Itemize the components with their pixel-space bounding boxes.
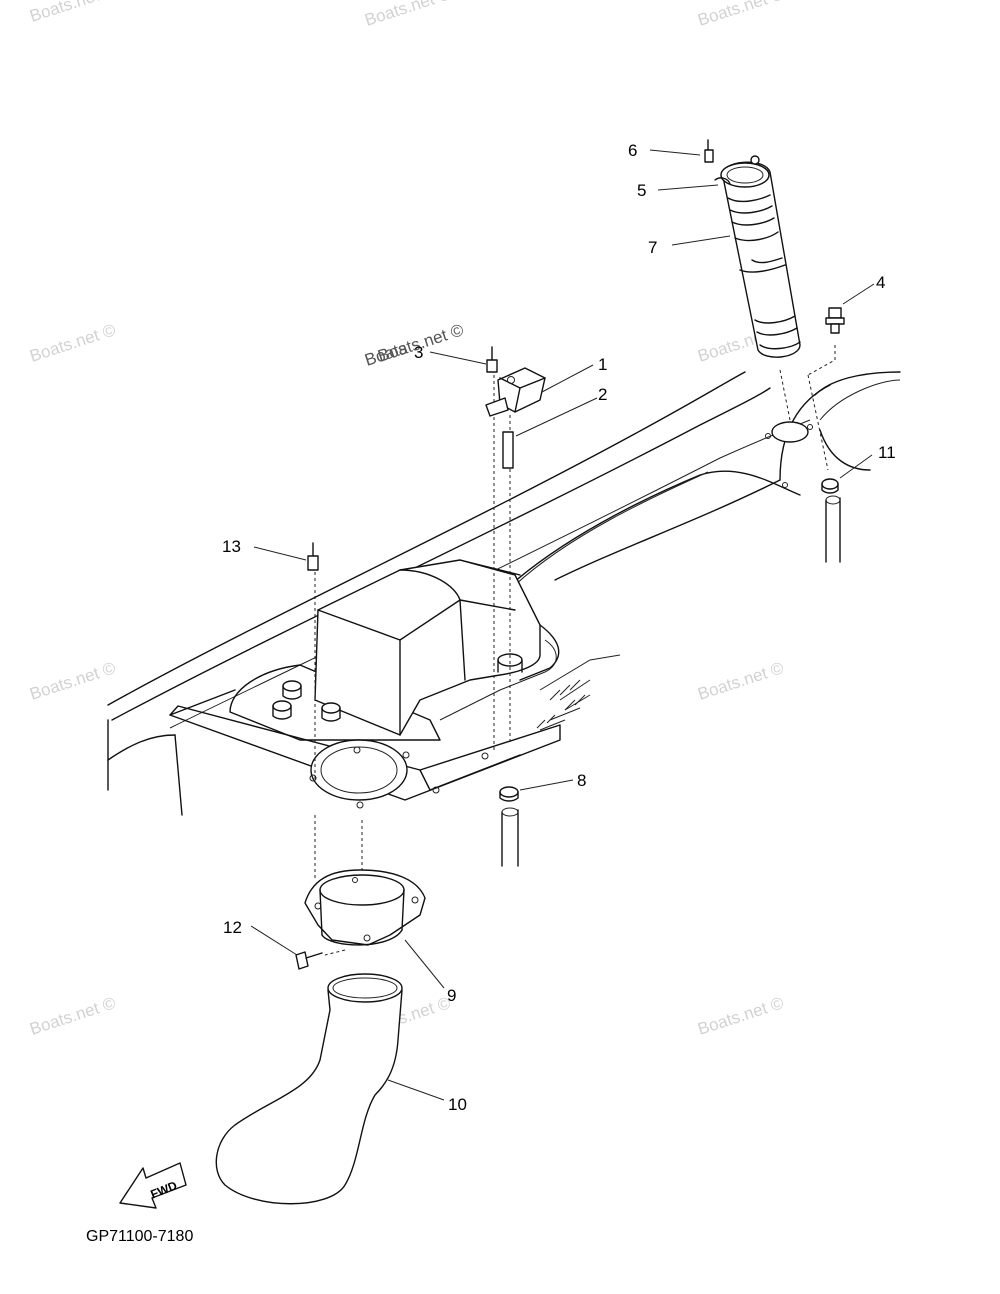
- part-8-fitting: [499, 786, 519, 867]
- engine-cover: [272, 559, 560, 809]
- part-label-13: 13: [222, 537, 241, 556]
- part-9-flange: [304, 869, 426, 946]
- part-10-duct: [215, 973, 403, 1205]
- diagram-code: GP71100-7180: [86, 1228, 193, 1245]
- part-5-clip: [714, 177, 731, 185]
- leader-lines: [250, 149, 875, 1101]
- watermark: Boats.net ©: [27, 993, 118, 1039]
- part-label-4: 4: [876, 273, 885, 292]
- part-label-1: 1: [598, 355, 607, 374]
- part-label-9: 9: [447, 986, 456, 1005]
- hull-outline: [107, 371, 901, 816]
- part-4-bolt: [825, 307, 845, 334]
- watermark: Boats.net ©: [27, 320, 118, 366]
- part-7-tube: [720, 155, 801, 358]
- housing-plate: [169, 639, 621, 801]
- part-label-5: 5: [637, 181, 646, 200]
- part-label-11: 11: [878, 443, 896, 462]
- part-2-pin: [502, 431, 514, 469]
- part-label-8: 8: [577, 771, 586, 790]
- part-3-rivet: [486, 346, 498, 373]
- part-label-12: 12: [223, 918, 242, 937]
- part-label-2: 2: [598, 385, 607, 404]
- watermark: Boats.net ©: [27, 658, 118, 704]
- watermark: Boats.net ©: [27, 0, 118, 26]
- part-11-fitting: [821, 478, 841, 563]
- part-1-bracket: [485, 367, 546, 417]
- part-label-3: 3: [414, 343, 423, 362]
- watermark: Boats.net ©: [695, 0, 786, 30]
- watermark: Boats.net ©: [695, 993, 786, 1039]
- fwd-arrow-icon: FWD: [119, 1162, 187, 1209]
- watermark: Boats.net ©: [695, 658, 786, 704]
- part-label-10: 10: [448, 1095, 467, 1114]
- deck-hole: [765, 421, 813, 488]
- watermark: Boats.net ©: [362, 0, 453, 30]
- part-label-6: 6: [628, 141, 637, 160]
- part-label-7: 7: [648, 238, 657, 257]
- part-6-pin: [704, 139, 714, 163]
- part-13-rivet: [307, 542, 319, 571]
- part-12-screw: [295, 951, 323, 970]
